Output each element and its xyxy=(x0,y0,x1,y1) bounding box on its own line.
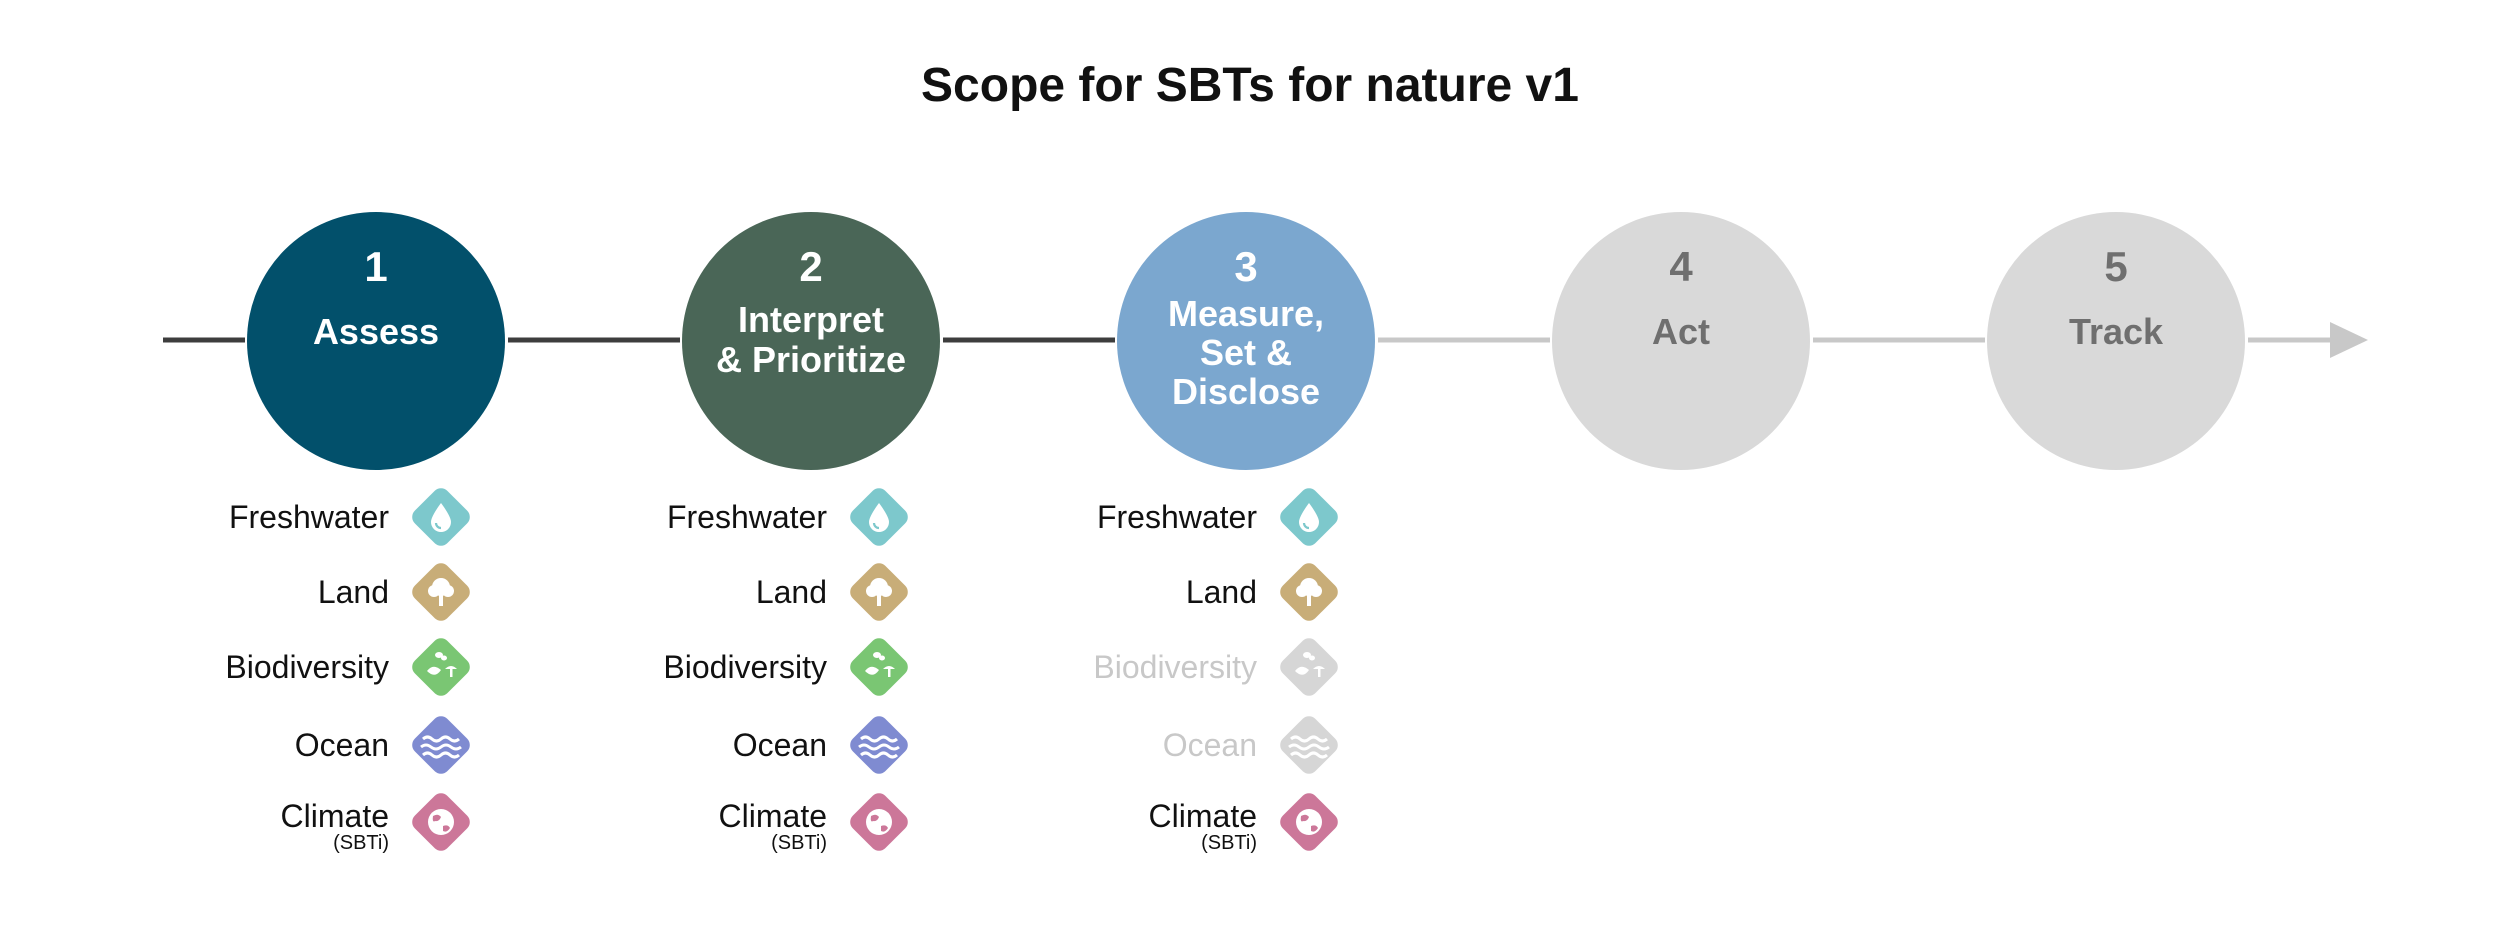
step-number: 5 xyxy=(2104,243,2128,290)
realm-row-land: Land xyxy=(865,555,1345,629)
realm-label: Climate(SBTi) xyxy=(1149,799,1257,853)
realm-label: Biodiversity xyxy=(1093,650,1257,684)
realm-label-text: Ocean xyxy=(1162,727,1257,763)
leaf-mushroom-icon xyxy=(1273,631,1345,703)
tree-icon xyxy=(843,556,915,628)
realm-label: Freshwater xyxy=(229,500,389,534)
realm-label: Climate(SBTi) xyxy=(281,799,389,853)
realm-row-ocean: Ocean xyxy=(865,708,1345,782)
realm-label: Land xyxy=(1186,575,1257,609)
realm-label: Land xyxy=(756,575,827,609)
realm-row-ocean: Ocean xyxy=(435,708,915,782)
realm-label-text: Freshwater xyxy=(1096,499,1257,535)
step-label: Interpret & Prioritize xyxy=(715,299,907,380)
water-drop-icon xyxy=(843,481,915,553)
realm-label: Ocean xyxy=(1163,728,1257,762)
realm-label-text: Ocean xyxy=(294,727,389,763)
step-act: 4 Act xyxy=(1552,212,1810,470)
step-assess: 1 Assess xyxy=(247,212,505,470)
realm-label-text: Land xyxy=(317,574,389,610)
water-drop-icon xyxy=(1273,481,1345,553)
tree-icon xyxy=(1273,556,1345,628)
globe-icon xyxy=(843,786,915,858)
waves-icon xyxy=(405,709,477,781)
step-track: 5 Track xyxy=(1987,212,2245,470)
realm-label-text: Climate xyxy=(280,798,389,834)
realm-row-freshwater: Freshwater xyxy=(435,480,915,554)
realm-label-text: Freshwater xyxy=(666,499,827,535)
step-number: 2 xyxy=(799,243,823,290)
realm-row-climate: Climate(SBTi) xyxy=(865,785,1345,859)
realm-row-climate: Climate(SBTi) xyxy=(435,785,915,859)
leaf-mushroom-icon xyxy=(405,631,477,703)
step-number: 1 xyxy=(364,243,388,290)
realm-row-freshwater: Freshwater xyxy=(0,480,477,554)
realm-label-text: Biodiversity xyxy=(663,649,827,685)
realm-label-text: Biodiversity xyxy=(1093,649,1257,685)
realm-sublabel: (SBTi) xyxy=(771,832,827,854)
water-drop-icon xyxy=(405,481,477,553)
realm-label: Ocean xyxy=(733,728,827,762)
waves-icon xyxy=(843,709,915,781)
step-number: 3 xyxy=(1234,243,1258,290)
realm-row-climate: Climate(SBTi) xyxy=(0,785,477,859)
step-label: Act xyxy=(1651,311,1710,352)
tree-icon xyxy=(405,556,477,628)
realm-label: Biodiversity xyxy=(225,650,389,684)
realm-label: Biodiversity xyxy=(663,650,827,684)
step-label: Measure, Set & Disclose xyxy=(1167,293,1325,412)
realm-row-freshwater: Freshwater xyxy=(865,480,1345,554)
realm-label: Climate(SBTi) xyxy=(719,799,827,853)
timeline-arrowhead xyxy=(2330,322,2368,358)
realm-row-land: Land xyxy=(435,555,915,629)
leaf-mushroom-icon xyxy=(843,631,915,703)
realm-label-text: Freshwater xyxy=(228,499,389,535)
realm-sublabel: (SBTi) xyxy=(333,832,389,854)
realm-row-biodiversity: Biodiversity xyxy=(865,630,1345,704)
realm-label-text: Biodiversity xyxy=(225,649,389,685)
realm-label: Ocean xyxy=(295,728,389,762)
realm-row-biodiversity: Biodiversity xyxy=(435,630,915,704)
step-label: Assess xyxy=(312,311,440,352)
realm-row-biodiversity: Biodiversity xyxy=(0,630,477,704)
diagram-title: Scope for SBTs for nature v1 xyxy=(921,59,1579,112)
realm-sublabel: (SBTi) xyxy=(1201,832,1257,854)
realm-label-text: Climate xyxy=(718,798,827,834)
globe-icon xyxy=(1273,786,1345,858)
waves-icon xyxy=(1273,709,1345,781)
realm-label: Freshwater xyxy=(1097,500,1257,534)
realm-label: Freshwater xyxy=(667,500,827,534)
globe-icon xyxy=(405,786,477,858)
step-interpret-prioritize: 2 Interpret & Prioritize xyxy=(682,212,940,470)
realm-row-land: Land xyxy=(0,555,477,629)
step-measure-set-disclose: 3 Measure, Set & Disclose xyxy=(1117,212,1375,470)
step-label: Track xyxy=(2068,311,2164,352)
realm-label: Land xyxy=(318,575,389,609)
realm-label-text: Ocean xyxy=(732,727,827,763)
realm-label-text: Land xyxy=(1185,574,1257,610)
realm-row-ocean: Ocean xyxy=(0,708,477,782)
realm-label-text: Land xyxy=(755,574,827,610)
realm-label-text: Climate xyxy=(1148,798,1257,834)
step-number: 4 xyxy=(1669,243,1693,290)
